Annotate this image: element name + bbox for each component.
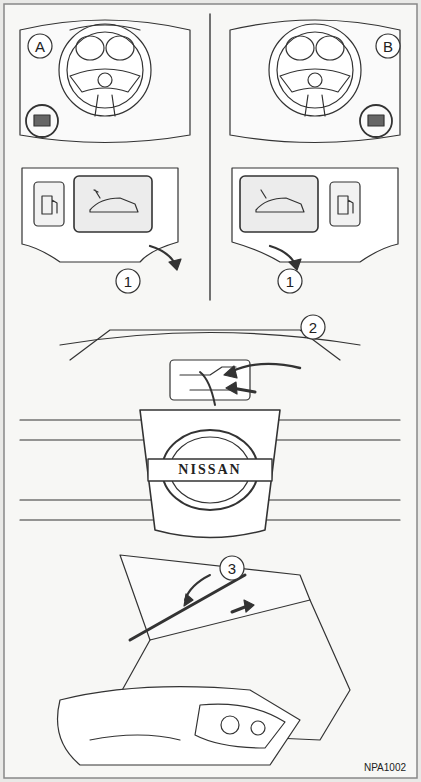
callout-number: 1 <box>286 274 294 289</box>
figure-code: NPA1002 <box>364 763 406 773</box>
panel-letter: A <box>35 39 45 54</box>
callout-number: 1 <box>124 274 132 289</box>
panel-letter: B <box>383 39 393 54</box>
callout-number: 2 <box>309 320 317 335</box>
badge-text: NISSAN <box>178 463 241 477</box>
callout-number: 3 <box>228 561 236 576</box>
